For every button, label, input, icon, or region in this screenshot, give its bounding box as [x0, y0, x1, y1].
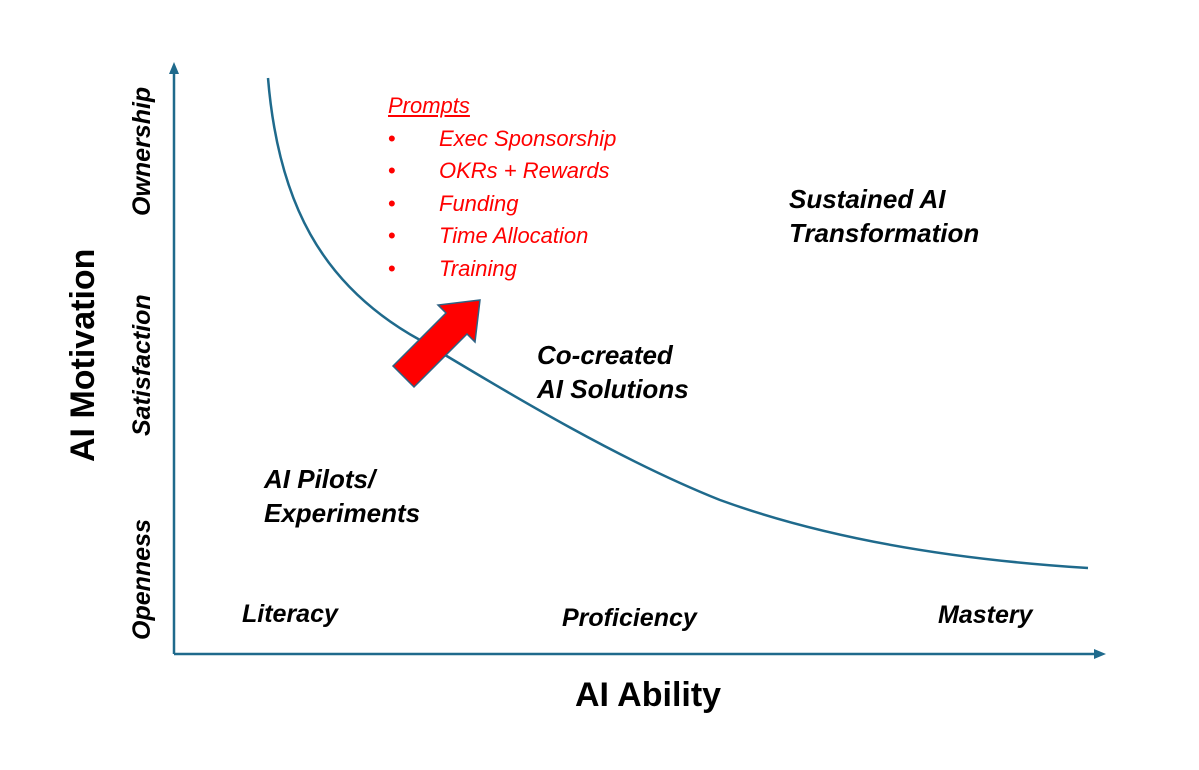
zone-label-cocreated: Co-created AI Solutions: [537, 338, 689, 406]
y-level-ownership: Ownership: [128, 86, 156, 216]
zone-label-pilots: AI Pilots/ Experiments: [264, 462, 420, 530]
prompt-item: • Training: [388, 253, 616, 286]
y-axis-title: AI Motivation: [64, 248, 102, 462]
prompt-item-label: Time Allocation: [439, 223, 589, 248]
x-level-literacy: Literacy: [242, 600, 338, 628]
x-axis-title: AI Ability: [575, 676, 722, 714]
prompts-heading: Prompts: [388, 93, 470, 118]
bullet-icon: •: [388, 255, 396, 281]
zone-label-pilots-line1: AI Pilots/: [264, 464, 376, 494]
prompt-item-label: Training: [439, 255, 517, 281]
prompt-item: • Funding: [388, 188, 616, 221]
progress-arrow-icon: [391, 299, 481, 389]
threshold-curve: [266, 77, 1089, 570]
prompt-item-label: OKRs + Rewards: [439, 158, 610, 183]
prompt-item-label: Funding: [439, 190, 519, 216]
prompt-item: • OKRs + Rewards: [388, 155, 616, 188]
bullet-icon: •: [388, 223, 396, 248]
prompts-list: Prompts • Exec Sponsorship • OKRs + Reward…: [388, 90, 616, 285]
y-level-openness: Openness: [128, 519, 156, 640]
prompt-item: • Exec Sponsorship: [388, 123, 616, 156]
y-axis-arrowhead-icon: [169, 62, 179, 74]
x-axis-arrowhead-icon: [1094, 649, 1106, 659]
zone-label-pilots-line2: Experiments: [264, 498, 421, 528]
x-axis-line: [174, 649, 1106, 659]
y-level-satisfaction: Satisfaction: [128, 294, 156, 436]
prompt-item-label: Exec Sponsorship: [439, 125, 617, 151]
bullet-icon: •: [388, 125, 396, 151]
zone-label-sustained-line1: Sustained AI: [789, 184, 946, 214]
x-level-mastery: Mastery: [938, 601, 1033, 629]
zone-label-sustained-line2: Transformation: [789, 218, 980, 248]
zone-label-sustained: Sustained AI Transformation: [789, 182, 979, 250]
zone-label-cocreated-line2: AI Solutions: [537, 374, 689, 404]
bullet-icon: •: [388, 190, 396, 216]
prompt-item: • Time Allocation: [388, 220, 616, 253]
zone-label-cocreated-line1: Co-created: [537, 340, 673, 370]
x-level-proficiency: Proficiency: [562, 604, 697, 632]
bullet-icon: •: [388, 158, 396, 183]
y-axis-line: [169, 62, 179, 654]
